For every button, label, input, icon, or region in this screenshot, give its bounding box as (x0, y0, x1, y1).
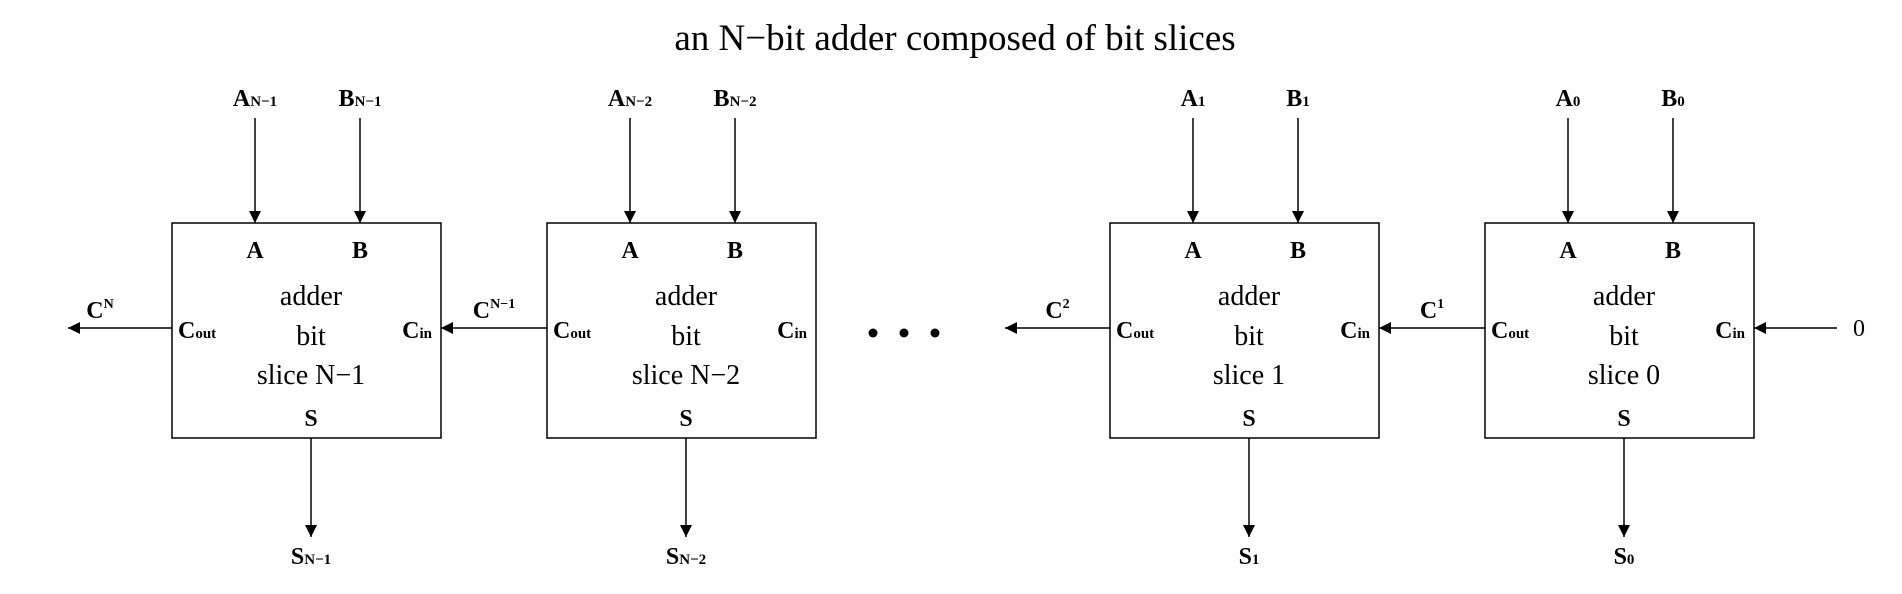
port-a-label: A (621, 238, 639, 264)
port-cin-label: Cin (777, 318, 808, 344)
carry-out-label: CN (86, 297, 113, 324)
port-cout-label: Cout (553, 318, 591, 344)
slice-body-line-2: bit (1234, 321, 1264, 352)
slice-body-line-1: adder (1593, 281, 1656, 312)
sum-output-label: S0 (1614, 544, 1635, 570)
port-b-label: B (352, 238, 368, 264)
sum-output-label: SN−2 (666, 544, 706, 570)
input-b-label: BN−2 (714, 86, 757, 112)
sum-output-label: SN−1 (291, 544, 331, 570)
slice-box (1484, 222, 1755, 439)
diagram-title: an N−bit adder composed of bit slices (674, 18, 1235, 59)
slice-name: slice 1 (1213, 360, 1285, 391)
sum-output-label: S1 (1239, 544, 1260, 570)
slice-name: slice N−2 (632, 360, 740, 391)
port-cin-label: Cin (1340, 318, 1371, 344)
input-b-label: BN−1 (339, 86, 382, 112)
port-s-label: S (304, 406, 317, 432)
port-b-label: B (727, 238, 743, 264)
port-b-label: B (1665, 238, 1681, 264)
input-b-label: B0 (1661, 86, 1685, 112)
port-s-label: S (679, 406, 692, 432)
input-a-label: A0 (1556, 86, 1581, 112)
slice-name: slice N−1 (257, 360, 365, 391)
port-s-label: S (1242, 406, 1255, 432)
input-a-label: AN−2 (608, 86, 652, 112)
port-b-label: B (1290, 238, 1306, 264)
slice-body-line-2: bit (671, 321, 701, 352)
slice-box (1109, 222, 1380, 439)
slice-body-line-2: bit (296, 321, 326, 352)
input-a-label: A1 (1181, 86, 1206, 112)
port-cin-label: Cin (402, 318, 433, 344)
port-cout-label: Cout (1116, 318, 1154, 344)
port-s-label: S (1617, 406, 1630, 432)
slice-body-line-1: adder (280, 281, 343, 312)
input-a-label: AN−1 (233, 86, 277, 112)
input-b-label: B1 (1286, 86, 1310, 112)
slice-name: slice 0 (1588, 360, 1660, 391)
slice-box (546, 222, 817, 439)
port-cin-label: Cin (1715, 318, 1746, 344)
port-a-label: A (246, 238, 264, 264)
carry-in-value: 0 (1853, 316, 1865, 342)
port-a-label: A (1559, 238, 1577, 264)
carry-out-label: C2 (1045, 297, 1069, 324)
port-cout-label: Cout (1491, 318, 1529, 344)
port-a-label: A (1184, 238, 1202, 264)
carry-out-label: C1 (1420, 297, 1444, 324)
port-cout-label: Cout (178, 318, 216, 344)
slice-body-line-2: bit (1609, 321, 1639, 352)
carry-out-label: CN−1 (473, 297, 515, 324)
ellipsis-dots (868, 328, 940, 338)
slice-body-line-1: adder (655, 281, 718, 312)
slice-body-line-1: adder (1218, 281, 1281, 312)
slice-box (171, 222, 442, 439)
